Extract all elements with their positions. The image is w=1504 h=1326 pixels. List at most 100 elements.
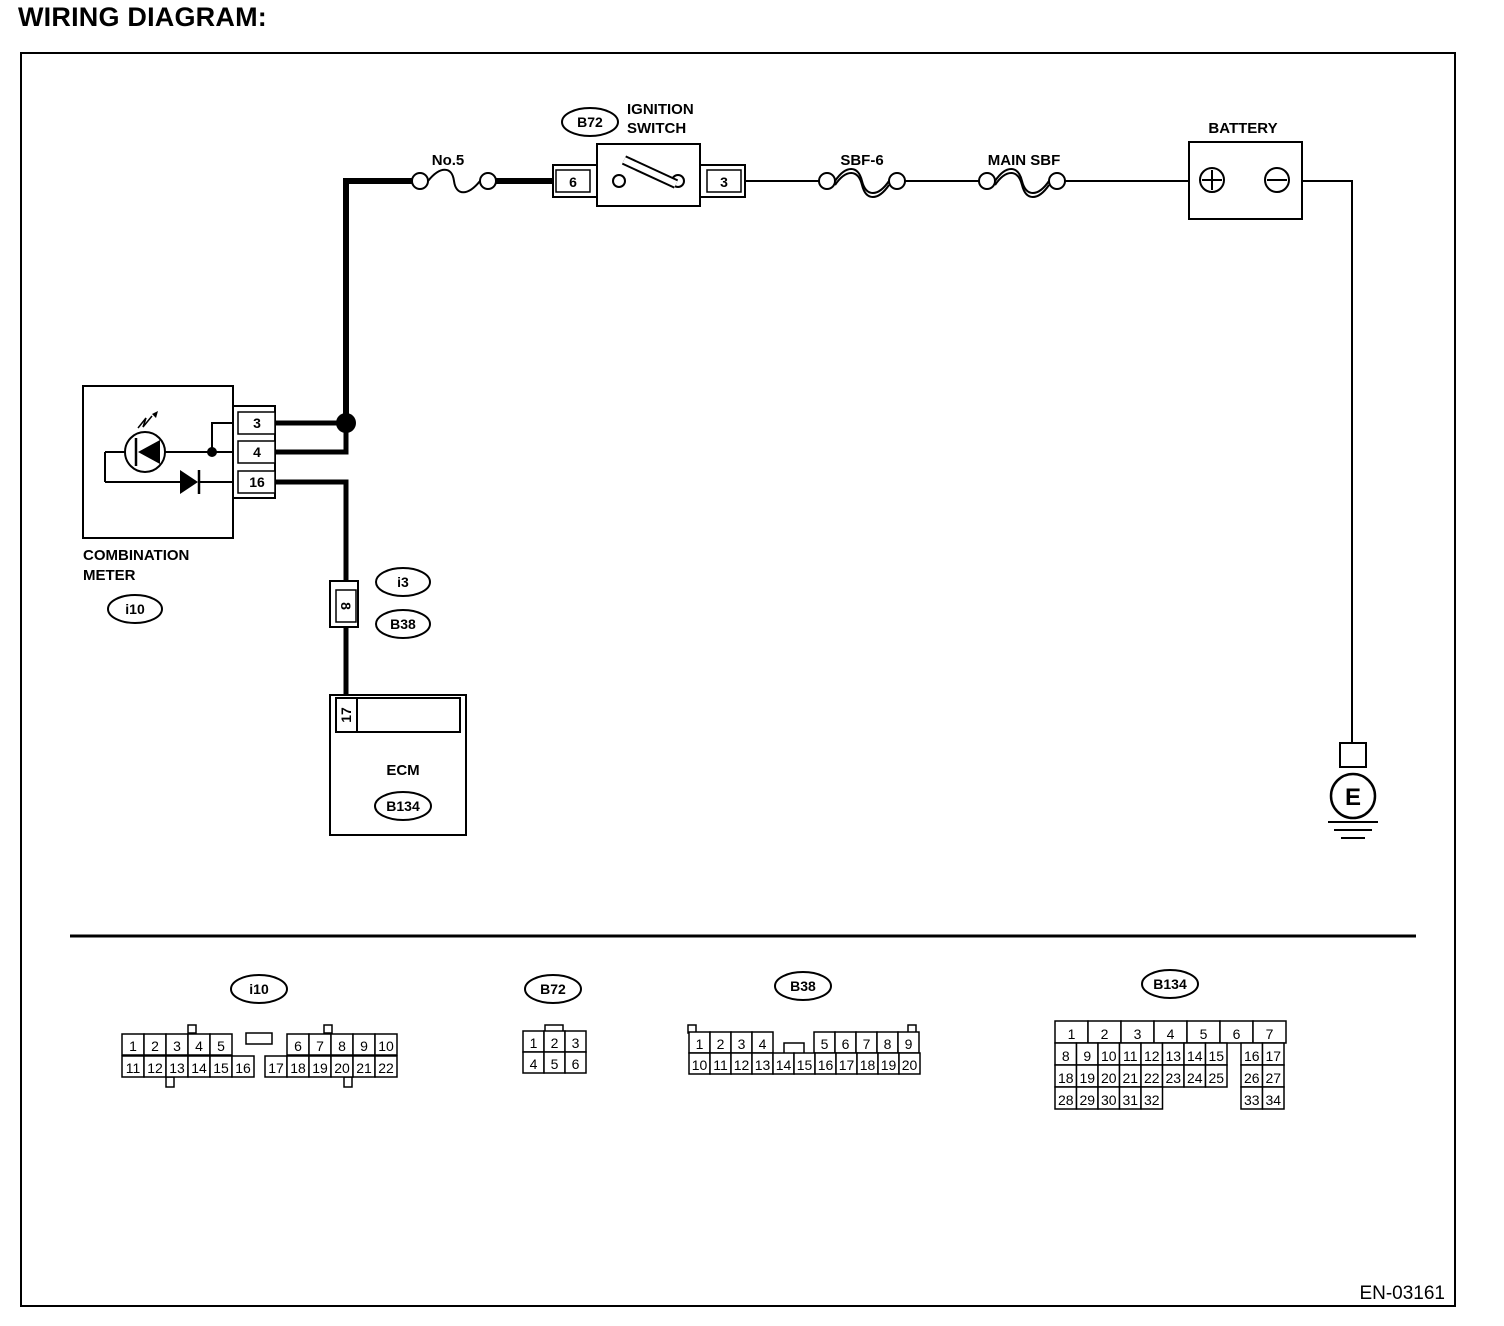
wire-battery-to-ground <box>1289 180 1353 744</box>
b134-pin-23: 23 <box>1165 1070 1181 1086</box>
b134-pin-29: 29 <box>1079 1092 1095 1108</box>
diode-icon <box>180 470 198 494</box>
ecm-pin: 17 <box>338 707 354 723</box>
i10-pin-5: 5 <box>217 1038 225 1054</box>
b134-pin-13: 13 <box>1165 1048 1181 1064</box>
b134-pin-28: 28 <box>1058 1092 1074 1108</box>
b134-pin-24: 24 <box>1187 1070 1203 1086</box>
main-sbf-fuse: MAIN SBF <box>978 152 1066 198</box>
b134-pin-6: 6 <box>1233 1026 1241 1042</box>
b38-pin-7: 7 <box>863 1036 871 1052</box>
b38-pin-6: 6 <box>842 1036 850 1052</box>
i10-pin-1: 1 <box>129 1038 137 1054</box>
i10-pin-12: 12 <box>147 1060 163 1076</box>
i10-pin-10: 10 <box>378 1038 394 1054</box>
b134-pin-31: 31 <box>1122 1092 1138 1108</box>
b72-pin-3: 3 <box>572 1035 580 1051</box>
i10-pin-20: 20 <box>334 1060 350 1076</box>
battery: BATTERY <box>1188 120 1303 220</box>
b134-pin-15: 15 <box>1208 1048 1224 1064</box>
b72-pin-1: 1 <box>530 1035 538 1051</box>
ignition-pin-out: 3 <box>720 174 728 190</box>
b134-pin-8: 8 <box>1062 1048 1070 1064</box>
b38-pin-12: 12 <box>734 1057 750 1073</box>
b38-pin-8: 8 <box>884 1036 892 1052</box>
meter-label-line1: COMBINATION <box>83 547 189 564</box>
i10-pin-9: 9 <box>360 1038 368 1054</box>
connector-b38-code: B38 <box>790 978 816 994</box>
i10-pin-8: 8 <box>338 1038 346 1054</box>
b38-pin-18: 18 <box>860 1057 876 1073</box>
i10-pin-2: 2 <box>151 1038 159 1054</box>
i10-pin-21: 21 <box>356 1060 372 1076</box>
splice-dot <box>336 413 356 433</box>
b134-pin-27: 27 <box>1265 1070 1281 1086</box>
b134-pin-33: 33 <box>1244 1092 1260 1108</box>
b134-pin-25-cell <box>1204 1064 1228 1088</box>
b38-pin-20-cell <box>898 1052 921 1075</box>
b38-pin-5: 5 <box>821 1036 829 1052</box>
b72-pin-6: 6 <box>572 1056 580 1072</box>
b134-pin-34-cell <box>1261 1086 1285 1110</box>
i10-pin-3: 3 <box>173 1038 181 1054</box>
wire-meter-to-fuse <box>343 178 423 426</box>
ecm-code: B134 <box>386 798 420 814</box>
sbf6-fuse: SBF-6 <box>818 152 906 198</box>
meter-pin-4: 4 <box>253 444 261 460</box>
b134-pin-32-cell <box>1140 1086 1164 1110</box>
joint-code-upper: i3 <box>397 574 409 590</box>
i10-pin-10-cell <box>374 1033 398 1056</box>
i10-pin-17: 17 <box>268 1060 284 1076</box>
ground-symbol: E <box>1328 742 1378 839</box>
i10-pin-13: 13 <box>169 1060 185 1076</box>
b38-pin-14: 14 <box>776 1057 792 1073</box>
b38-pin-16: 16 <box>818 1057 834 1073</box>
b38-pin-1: 1 <box>696 1036 704 1052</box>
i10-pin-6: 6 <box>294 1038 302 1054</box>
b134-pin-7: 7 <box>1266 1026 1274 1042</box>
b134-pin-2: 2 <box>1101 1026 1109 1042</box>
joint-code-lower: B38 <box>390 616 416 632</box>
fuse-no5: No.5 <box>411 152 497 194</box>
combination-meter: 3 4 16 COMBINATION METER i10 <box>82 385 276 624</box>
b134-pin-26: 26 <box>1244 1070 1260 1086</box>
i10-pin-14: 14 <box>191 1060 207 1076</box>
b134-pin-16: 16 <box>1244 1048 1260 1064</box>
b134-pin-17: 17 <box>1265 1048 1281 1064</box>
meter-label-line2: METER <box>83 567 136 584</box>
b72-pin-5: 5 <box>551 1056 559 1072</box>
ignition-code: B72 <box>577 114 603 130</box>
b134-pin-22: 22 <box>1144 1070 1160 1086</box>
i10-pin-18: 18 <box>290 1060 306 1076</box>
b134-pin-3: 3 <box>1134 1026 1142 1042</box>
b72-pin-2: 2 <box>551 1035 559 1051</box>
b38-pin-20: 20 <box>902 1057 918 1073</box>
connector-i10-code: i10 <box>249 981 269 997</box>
wire-pin4 <box>272 420 349 455</box>
i10-pin-7: 7 <box>316 1038 324 1054</box>
i10-pin-22: 22 <box>378 1060 394 1076</box>
b134-pin-30: 30 <box>1101 1092 1117 1108</box>
i10-pin-19: 19 <box>312 1060 328 1076</box>
wires <box>272 178 1353 744</box>
ground-label: E <box>1345 784 1361 811</box>
b134-pin-21: 21 <box>1122 1070 1138 1086</box>
b38-pin-11: 11 <box>713 1057 728 1073</box>
b38-pin-2: 2 <box>717 1036 725 1052</box>
b134-pin-12: 12 <box>1144 1048 1160 1064</box>
b134-pin-10: 10 <box>1101 1048 1117 1064</box>
b134-pin-19: 19 <box>1079 1070 1095 1086</box>
joint-pin: 8 <box>338 602 354 610</box>
b72-pin-4: 4 <box>530 1056 538 1072</box>
b134-pin-4: 4 <box>1167 1026 1175 1042</box>
b134-pin-25: 25 <box>1208 1070 1224 1086</box>
b38-pin-9: 9 <box>905 1036 913 1052</box>
ignition-label-line1: IGNITION <box>627 101 694 118</box>
b38-pin-13: 13 <box>755 1057 771 1073</box>
b38-pin-3: 3 <box>738 1036 746 1052</box>
i10-pin-15: 15 <box>213 1060 229 1076</box>
sbf6-label: SBF-6 <box>840 152 883 169</box>
joint-connector: 8 i3 B38 <box>329 567 431 639</box>
